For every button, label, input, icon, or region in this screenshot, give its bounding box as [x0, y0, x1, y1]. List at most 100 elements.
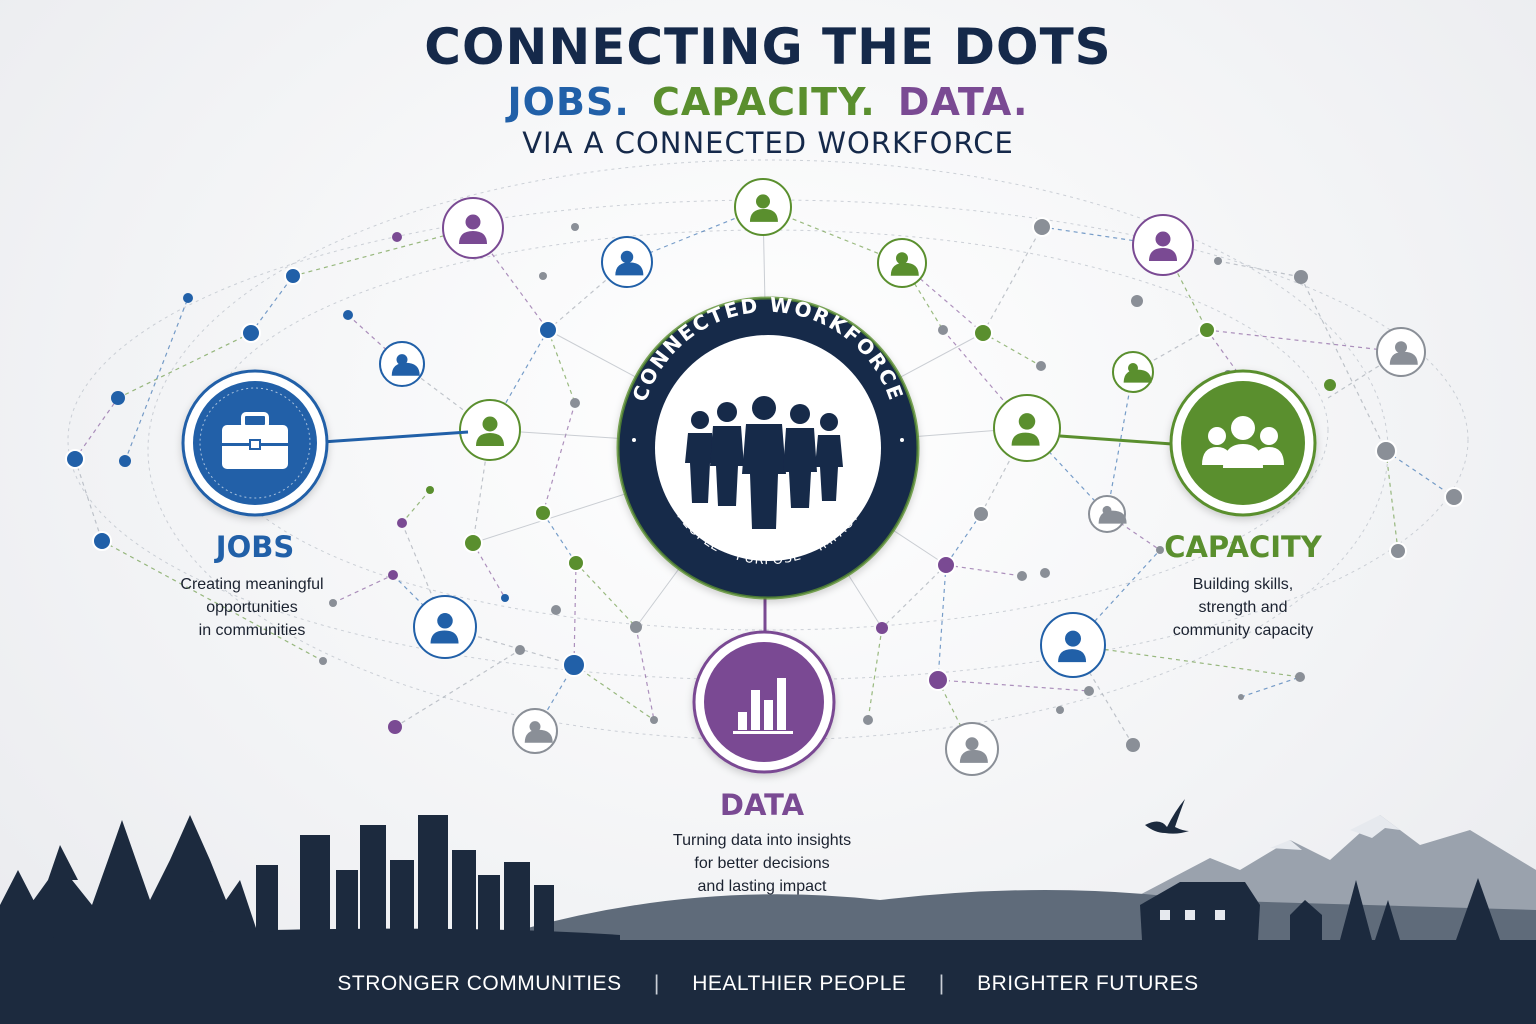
- connected-workforce-hub[interactable]: CONNECTED WORKFORCE PEOPLE • PURPOSE • I…: [616, 293, 920, 600]
- network-dot: [397, 518, 407, 528]
- person-icon: [459, 214, 487, 244]
- person-icon: [890, 252, 919, 276]
- network-link: [945, 564, 1023, 577]
- person-node[interactable]: [993, 394, 1061, 462]
- network-link: [74, 397, 119, 460]
- jobs-description-line: Creating meaningful: [180, 576, 324, 593]
- person-node[interactable]: [601, 236, 653, 288]
- network-link: [101, 540, 324, 662]
- capacity-node[interactable]: [1169, 369, 1317, 517]
- person-node[interactable]: [1112, 351, 1154, 393]
- network-link: [982, 332, 1042, 367]
- data-node[interactable]: [692, 630, 836, 774]
- network-dot: [111, 391, 125, 405]
- capacity-description-line: strength and: [1198, 599, 1288, 616]
- person-node[interactable]: [459, 399, 521, 461]
- network-dot: [515, 645, 525, 655]
- briefcase-icon: [222, 412, 288, 469]
- jobs-node[interactable]: [181, 369, 329, 517]
- network-dot: [927, 669, 949, 691]
- network-link: [472, 542, 506, 599]
- network-dot: [538, 320, 558, 340]
- network-link: [1072, 644, 1301, 678]
- network-dot: [551, 605, 561, 615]
- network-dot: [1444, 487, 1464, 507]
- footer-item: BRIGHTER FUTURES: [977, 972, 1199, 995]
- network-link: [542, 512, 577, 564]
- person-icon: [1058, 630, 1087, 663]
- person-node[interactable]: [512, 708, 558, 754]
- network-link: [124, 297, 189, 462]
- network-link: [1206, 329, 1402, 353]
- person-icon: [1011, 413, 1040, 446]
- network-dot: [501, 594, 509, 602]
- person-node[interactable]: [442, 197, 504, 259]
- person-icon: [1098, 505, 1127, 524]
- capacity-description: Building skills, strength and community …: [1133, 573, 1353, 642]
- person-node[interactable]: [877, 238, 927, 288]
- person-node[interactable]: [1088, 495, 1127, 533]
- network-link: [937, 564, 947, 681]
- person-node[interactable]: [945, 722, 999, 776]
- network-dot: [1238, 694, 1244, 700]
- network-dot: [1156, 546, 1164, 554]
- network-link: [937, 679, 1090, 692]
- network-link: [401, 522, 446, 628]
- person-node[interactable]: [1040, 612, 1106, 678]
- network-link: [1240, 676, 1301, 698]
- network-dot: [567, 554, 585, 572]
- network-dot: [426, 486, 434, 494]
- subtitle-capacity: CAPACITY.: [652, 80, 876, 124]
- network-dot: [650, 716, 658, 724]
- network-dot: [329, 599, 337, 607]
- data-description-line: and lasting impact: [697, 878, 827, 895]
- network-dot: [388, 720, 402, 734]
- footer-bar: [0, 940, 1536, 1024]
- network-link: [575, 562, 637, 628]
- person-icon: [1123, 363, 1152, 383]
- jobs-description-line: in communities: [198, 622, 306, 639]
- network-link: [1327, 351, 1402, 399]
- network-dot: [343, 310, 353, 320]
- network-dot: [1131, 295, 1143, 307]
- network-dot: [936, 555, 956, 575]
- person-node[interactable]: [379, 341, 425, 387]
- page-tagline: VIA A CONNECTED WORKFORCE: [522, 126, 1014, 160]
- person-icon: [430, 613, 459, 644]
- network-dot: [388, 570, 398, 580]
- person-nodes: [379, 178, 1426, 776]
- capacity-description-line: community capacity: [1172, 622, 1314, 639]
- person-node[interactable]: [734, 178, 792, 236]
- network-link: [1132, 329, 1208, 373]
- group-icon: [1202, 416, 1284, 468]
- network-dot: [876, 622, 888, 634]
- landscape-silhouette: [0, 799, 1536, 940]
- network-dot: [562, 653, 586, 677]
- network-dot: [938, 325, 948, 335]
- person-node[interactable]: [1376, 327, 1426, 377]
- network-link: [1106, 371, 1134, 515]
- network-dot: [570, 398, 580, 408]
- network-dot: [92, 531, 112, 551]
- person-icon: [959, 737, 988, 763]
- network-link: [573, 562, 577, 666]
- network-link: [250, 275, 294, 334]
- network-dot: [539, 272, 547, 280]
- network-link: [117, 332, 252, 399]
- network-link: [332, 574, 394, 604]
- person-icon: [524, 721, 553, 743]
- network-dots: [65, 217, 1464, 752]
- page-subtitle: JOBS. CAPACITY. DATA.: [0, 80, 1536, 124]
- network-link: [901, 262, 944, 331]
- person-icon: [476, 416, 504, 446]
- network-link: [1217, 260, 1302, 278]
- capacity-title: CAPACITY: [1164, 530, 1322, 564]
- person-node[interactable]: [1132, 214, 1194, 276]
- network-dot: [1036, 361, 1046, 371]
- page-title: CONNECTING THE DOTS: [424, 18, 1112, 76]
- person-node[interactable]: [413, 595, 477, 659]
- network-link: [1300, 276, 1387, 452]
- data-description-line: Turning data into insights: [672, 832, 852, 849]
- network-link: [394, 649, 521, 728]
- network-dot: [534, 504, 552, 522]
